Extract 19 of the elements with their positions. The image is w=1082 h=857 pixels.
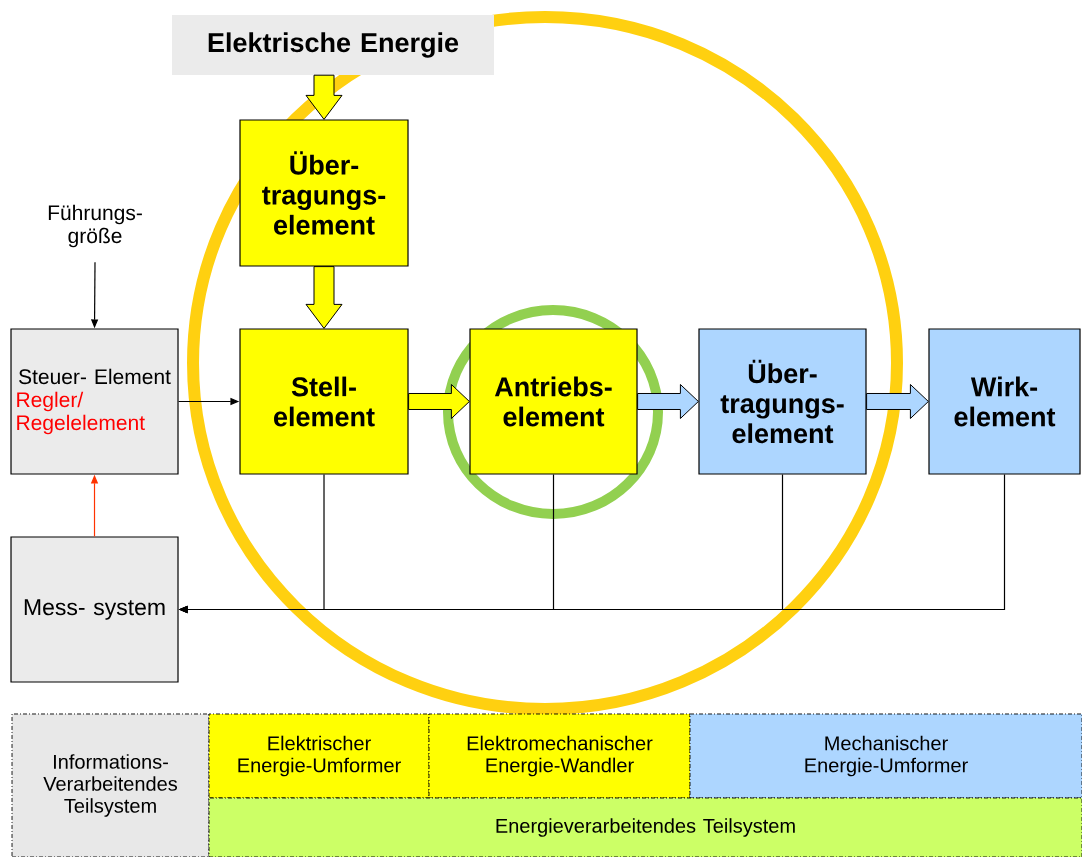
block-arrow (305, 74, 343, 120)
subsystem-band: Informations- Verarbeitendes Teilsystem (11, 713, 210, 857)
subsystem-band: Mechanischer Energie-Umformer (689, 713, 1082, 799)
element-box: Wirk- element (928, 328, 1081, 475)
input-text: Führungs- größe (48, 204, 142, 248)
subsystem-band: Elektromechanischer Energie-Wandler (428, 713, 691, 799)
subsystem-band: Energieverarbeitendes Teilsystem (208, 797, 1082, 857)
controller-box: Steuer- Element Regler/ Regelelement (10, 328, 179, 475)
measuring-box: Mess- system (10, 536, 179, 683)
element-box: Über- tragungs- element (698, 328, 867, 475)
block-arrow (408, 384, 470, 419)
block-arrow (637, 384, 699, 419)
element-box: Antriebs- element (469, 328, 638, 475)
element-box: Stell- element (239, 328, 409, 475)
energy-source-band: Elektrische Energie (172, 15, 494, 75)
block-arrow (305, 266, 343, 329)
element-box: Über- tragungs- element (239, 119, 409, 267)
subsystem-band: Elektrischer Energie-Umformer (208, 713, 430, 799)
block-arrow (866, 384, 929, 419)
